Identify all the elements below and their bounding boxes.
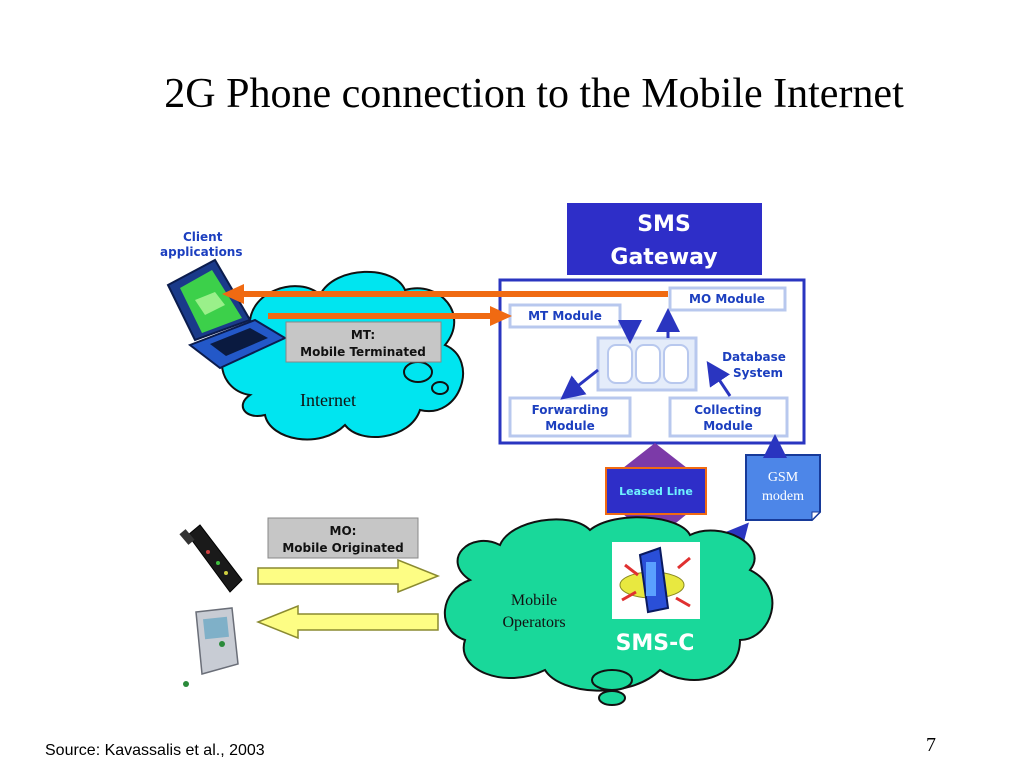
gateway-title-line2: Gateway xyxy=(610,245,717,270)
client-label-line2: applications xyxy=(160,245,243,259)
collecting-module: Collecting Module xyxy=(668,396,789,438)
mo-label-box: MO: Mobile Originated xyxy=(267,517,419,559)
gsm-label-line1: GSM xyxy=(768,470,799,485)
mt-module: MT Module xyxy=(508,303,622,329)
mt-module-label: MT Module xyxy=(528,309,602,323)
mo-label-line2: Mobile Originated xyxy=(282,541,403,555)
gateway-internal-arrows xyxy=(560,308,732,400)
cell-phone-icon xyxy=(179,524,243,593)
gsm-label-line2: modem xyxy=(762,489,804,504)
smartphone-icon xyxy=(182,605,244,689)
smsc-label: SMS-C xyxy=(616,631,695,656)
database-label-line1: Database xyxy=(722,350,786,364)
mt-label-line2: Mobile Terminated xyxy=(300,345,426,359)
mo-label-line1: MO: xyxy=(330,524,357,538)
mo-module: MO Module xyxy=(668,286,787,312)
database-label-line2: System xyxy=(733,366,783,380)
mo-module-label: MO Module xyxy=(689,292,765,306)
leased-line-arrow: Leased Line xyxy=(605,443,707,540)
mobile-ops-line2: Operators xyxy=(502,614,565,631)
source-citation: Source: Kavassalis et al., 2003 xyxy=(45,742,265,759)
client-label-line1: Client xyxy=(183,230,223,244)
mobile-ops-line1: Mobile xyxy=(511,592,557,609)
server-icon xyxy=(612,542,700,619)
mt-label-line1: MT: xyxy=(351,328,375,342)
yellow-arrows xyxy=(255,558,441,640)
laptop-icon xyxy=(166,258,288,370)
orange-arrows xyxy=(222,284,668,326)
forwarding-module: Forwarding Module xyxy=(508,396,632,438)
collecting-label-line2: Module xyxy=(703,419,753,433)
leased-line-label: Leased Line xyxy=(619,485,693,498)
slide-title: 2G Phone connection to the Mobile Intern… xyxy=(164,71,904,117)
forwarding-label-line1: Forwarding xyxy=(532,403,609,417)
database-icon xyxy=(596,336,698,392)
collecting-label-line1: Collecting xyxy=(694,403,762,417)
modem-icon: GSM modem xyxy=(745,454,822,522)
gateway-title-line1: SMS xyxy=(637,212,691,237)
mt-label-box: MT: Mobile Terminated xyxy=(285,321,442,363)
page-number: 7 xyxy=(926,734,936,756)
forwarding-label-line2: Module xyxy=(545,419,595,433)
mobile-operators-cloud xyxy=(443,516,774,706)
sms-gateway-header: SMS Gateway xyxy=(567,203,762,275)
internet-label: Internet xyxy=(300,390,356,410)
